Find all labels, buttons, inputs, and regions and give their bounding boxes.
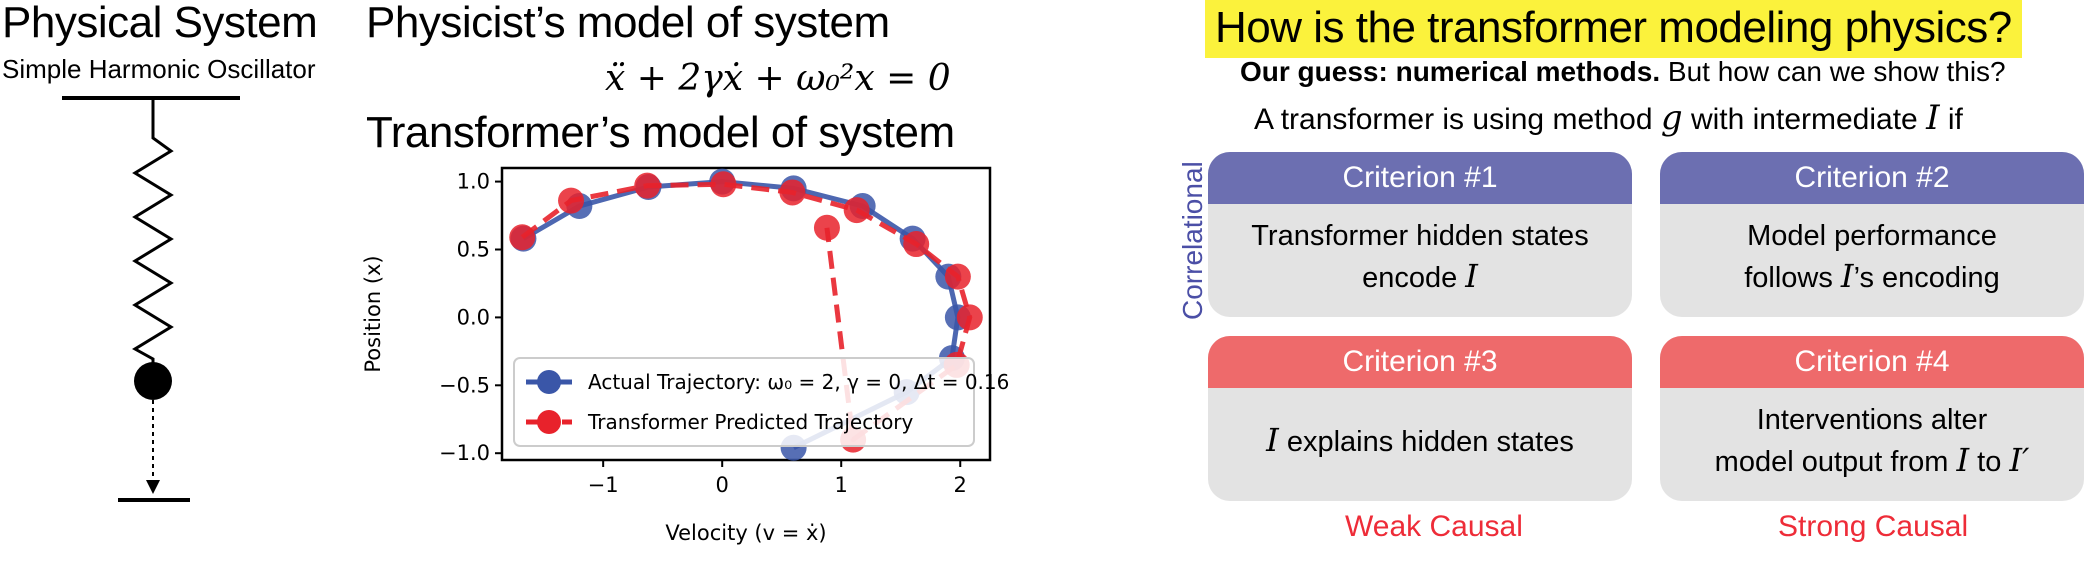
method-pre: A transformer is using method bbox=[1254, 103, 1661, 136]
criterion-1-line2: encode bbox=[1362, 262, 1466, 294]
legend-box bbox=[513, 357, 975, 447]
criterion-2-var: I bbox=[1840, 257, 1854, 295]
method-mid: with intermediate bbox=[1682, 103, 1927, 136]
spring-mass-diagram bbox=[62, 96, 240, 502]
criterion-2-line2-post: ’s encoding bbox=[1853, 262, 2000, 294]
x-tick-label: −1 bbox=[588, 473, 619, 497]
criterion-1-card: Criterion #1 Transformer hidden states e… bbox=[1208, 152, 1632, 317]
x-axis-label: Velocity (v = ẋ) bbox=[665, 521, 826, 545]
physical-system-subtitle: Simple Harmonic Oscillator bbox=[2, 54, 316, 84]
criterion-1-body: Transformer hidden states encode I bbox=[1208, 204, 1632, 298]
series-1-point bbox=[634, 172, 661, 199]
series-1-point bbox=[903, 231, 930, 258]
criterion-4-line2-pre: model output from bbox=[1714, 446, 1957, 478]
criterion-2-line1: Model performance bbox=[1747, 220, 1997, 252]
legend-label: Actual Trajectory: ω₀ = 2, γ = 0, Δt = 0… bbox=[588, 370, 1009, 394]
criterion-4-line2-mid: to bbox=[1969, 446, 2010, 478]
correlational-label: Correlational bbox=[1177, 161, 1208, 320]
criterion-4-var2: I′ bbox=[2009, 441, 2030, 479]
physicist-model-title: Physicist’s model of system bbox=[366, 0, 890, 47]
strong-causal-label: Strong Causal bbox=[1778, 510, 1969, 543]
criterion-4-card: Criterion #4 Interventions alter model o… bbox=[1660, 336, 2084, 501]
series-1-point bbox=[779, 179, 806, 206]
criterion-3-body: I explains hidden states bbox=[1208, 388, 1632, 462]
series-1-point bbox=[558, 187, 585, 214]
criterion-2-line2-pre: follows bbox=[1744, 262, 1841, 294]
y-axis-label: Position (x) bbox=[361, 255, 385, 372]
y-tick-label: 0.5 bbox=[457, 237, 490, 261]
criterion-1-var: I bbox=[1465, 257, 1478, 295]
y-tick-label: 0.0 bbox=[457, 305, 490, 329]
criterion-3-card: Criterion #3 I explains hidden states bbox=[1208, 336, 1632, 501]
equation: ẍ + 2γẋ + ω₀²x = 0 bbox=[605, 58, 951, 99]
y-tick-label: −0.5 bbox=[439, 373, 490, 397]
series-1-point bbox=[813, 214, 840, 241]
series-1-point bbox=[843, 197, 870, 224]
series-1-point bbox=[710, 171, 737, 198]
legend-swatch-marker bbox=[537, 370, 561, 394]
legend-swatch-marker bbox=[537, 410, 561, 434]
method-var-g: g bbox=[1660, 98, 1683, 138]
guess-bold: Our guess: numerical methods. bbox=[1240, 56, 1661, 87]
criterion-1-header: Criterion #1 bbox=[1208, 152, 1632, 204]
criterion-4-line1: Interventions alter bbox=[1756, 404, 1988, 436]
criterion-3-line1: explains hidden states bbox=[1278, 426, 1574, 458]
criterion-4-var: I bbox=[1956, 441, 1970, 479]
method-var-i: I bbox=[1926, 98, 1940, 138]
spring bbox=[132, 98, 174, 368]
y-tick-label: −1.0 bbox=[439, 441, 490, 465]
guess-rest: But how can we show this? bbox=[1660, 56, 2006, 87]
svg-text:Correlational: Correlational bbox=[1177, 161, 1208, 320]
legend-label: Transformer Predicted Trajectory bbox=[587, 410, 914, 434]
weak-causal-label: Weak Causal bbox=[1345, 510, 1523, 543]
criterion-4-body: Interventions alter model output from I … bbox=[1660, 388, 2084, 482]
criterion-2-header: Criterion #2 bbox=[1660, 152, 2084, 204]
mass-ball bbox=[134, 362, 172, 400]
criterion-4-header: Criterion #4 bbox=[1660, 336, 2084, 388]
x-tick-label: 2 bbox=[954, 473, 967, 497]
series-1-point bbox=[956, 304, 983, 331]
x-tick-label: 1 bbox=[835, 473, 848, 497]
series-1-point bbox=[509, 224, 536, 251]
criterion-3-header: Criterion #3 bbox=[1208, 336, 1632, 388]
guess-line: Our guess: numerical methods. But how ca… bbox=[1240, 56, 2006, 88]
y-tick-label: 1.0 bbox=[457, 170, 490, 194]
method-line: A transformer is using method g with int… bbox=[1254, 98, 1963, 138]
main-question-title: How is the transformer modeling physics? bbox=[1205, 0, 2022, 58]
x-tick-label: 0 bbox=[716, 473, 729, 497]
displacement-arrowhead bbox=[146, 480, 160, 494]
transformer-model-title: Transformer’s model of system bbox=[366, 108, 955, 157]
physical-system-title: Physical System bbox=[2, 0, 318, 47]
series-1-point bbox=[944, 263, 971, 290]
method-post: if bbox=[1939, 103, 1963, 136]
criterion-2-card: Criterion #2 Model performance follows I… bbox=[1660, 152, 2084, 317]
criterion-1-line1: Transformer hidden states bbox=[1251, 220, 1589, 252]
criterion-2-body: Model performance follows I’s encoding bbox=[1660, 204, 2084, 298]
criterion-3-var: I bbox=[1266, 421, 1279, 459]
